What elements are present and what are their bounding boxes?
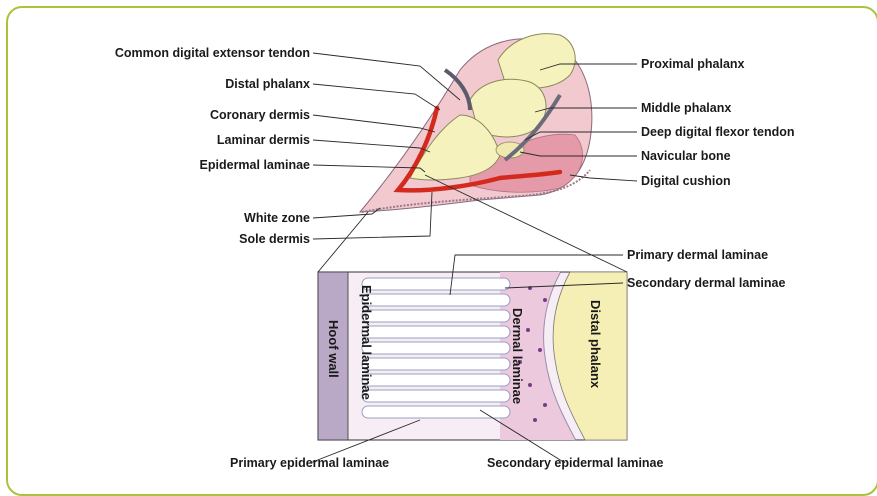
label-primary-dermal-laminae: Primary dermal laminae	[627, 248, 768, 262]
label-common-digital-extensor-tendon: Common digital extensor tendon	[115, 46, 310, 60]
hoof-illustration	[360, 34, 592, 212]
label-proximal-phalanx: Proximal phalanx	[641, 57, 745, 71]
label-secondary-dermal-laminae: Secondary dermal laminae	[627, 276, 785, 290]
label-secondary-epidermal-laminae: Secondary epidermal laminae	[487, 456, 664, 470]
label-middle-phalanx: Middle phalanx	[641, 101, 731, 115]
inset-label-epidermal-laminae: Epidermal laminae	[359, 285, 374, 400]
label-white-zone: White zone	[244, 211, 310, 225]
inset-label-dermal-laminae: Dermal laminae	[510, 308, 525, 404]
inset-label-hoof-wall: Hoof wall	[326, 320, 341, 378]
label-navicular-bone: Navicular bone	[641, 149, 731, 163]
label-epidermal-laminae: Epidermal laminae	[200, 158, 311, 172]
hoof-anatomy-diagram: Hoof wall Epidermal laminae Dermal lamin…	[0, 0, 877, 485]
label-digital-cushion: Digital cushion	[641, 174, 731, 188]
inset-connector-left	[318, 212, 368, 272]
label-laminar-dermis: Laminar dermis	[217, 133, 310, 147]
label-primary-epidermal-laminae: Primary epidermal laminae	[230, 456, 389, 470]
label-sole-dermis: Sole dermis	[239, 232, 310, 246]
inset-label-distal-phalanx: Distal phalanx	[588, 300, 603, 389]
label-deep-digital-flexor-tendon: Deep digital flexor tendon	[641, 125, 795, 139]
label-distal-phalanx: Distal phalanx	[225, 77, 310, 91]
inset-lamellae	[362, 278, 510, 418]
label-coronary-dermis: Coronary dermis	[210, 108, 310, 122]
